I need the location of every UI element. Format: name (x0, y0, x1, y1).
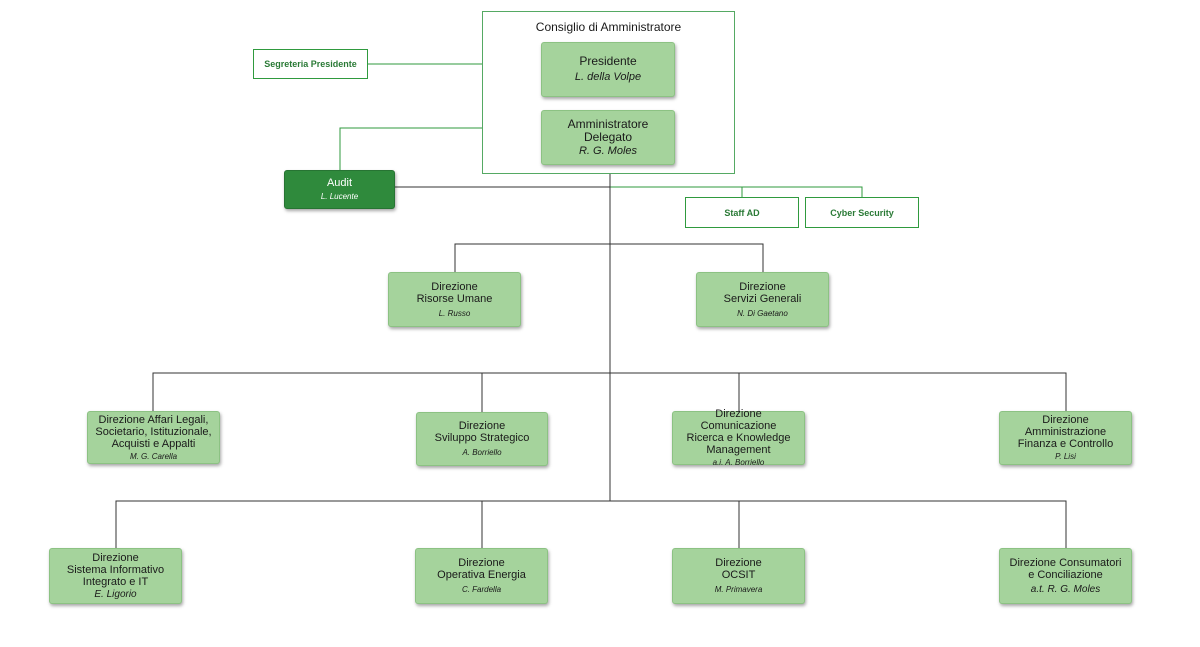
org-box-amministrazione[interactable]: Direzione Amministrazione Finanza e Cont… (999, 411, 1132, 465)
org-box-name: A. Borriello (462, 448, 502, 457)
ceo-title: Amministratore Delegato (567, 116, 649, 144)
org-box-risorse-umane[interactable]: Direzione Risorse Umane L. Russo (388, 272, 521, 327)
org-box-title: Direzione Comunicazione Ricerca e Knowle… (686, 408, 791, 456)
org-box-title: Direzione OCSIT (715, 557, 762, 581)
org-box-sistema-informativo[interactable]: Direzione Sistema Informativo Integrato … (49, 548, 182, 604)
org-box-name: P. Lisi (1055, 452, 1076, 461)
org-box-title: Direzione Operativa Energia (437, 557, 526, 581)
org-box-name: M. G. Carella (129, 451, 178, 461)
org-box-title: Direzione Servizi Generali (723, 280, 802, 305)
org-box-name: C. Fardella (461, 585, 502, 594)
segreteria-box[interactable]: Segreteria Presidente (253, 49, 368, 79)
president-box[interactable]: Presidente L. della Volpe (541, 42, 675, 97)
org-box-consumatori[interactable]: Direzione Consumatori e Conciliazione a.… (999, 548, 1132, 604)
president-title: Presidente (579, 54, 637, 68)
org-box-title: Direzione Amministrazione Finanza e Cont… (1017, 414, 1114, 450)
org-box-name: a.i. A. Borriello (712, 458, 765, 467)
org-box-title: Direzione Risorse Umane (416, 280, 493, 305)
audit-box[interactable]: Audit L. Lucente (284, 170, 395, 209)
org-box-comunicazione[interactable]: Direzione Comunicazione Ricerca e Knowle… (672, 408, 805, 467)
staff-ad-box[interactable]: Staff AD (685, 197, 799, 228)
org-box-affari-legali[interactable]: Direzione Affari Legali, Societario, Ist… (87, 411, 220, 464)
staff-ad-label: Staff AD (724, 207, 760, 218)
org-box-title: Direzione Sistema Informativo Integrato … (66, 552, 165, 588)
org-box-name: N. Di Gaetano (737, 308, 788, 318)
board-title: Consiglio di Amministratore (535, 20, 682, 34)
org-box-sviluppo-strategico[interactable]: Direzione Sviluppo Strategico A. Borriel… (416, 412, 548, 466)
ceo-box[interactable]: Amministratore Delegato R. G. Moles (541, 110, 675, 165)
org-box-servizi-generali[interactable]: Direzione Servizi Generali N. Di Gaetano (696, 272, 829, 327)
cyber-security-box[interactable]: Cyber Security (805, 197, 919, 228)
org-box-name: E. Ligorio (94, 589, 137, 600)
org-box-name: L. Russo (438, 308, 471, 318)
ceo-name: R. G. Moles (578, 144, 638, 157)
org-box-name: a.t. R. G. Moles (1030, 584, 1101, 595)
org-box-title: Direzione Sviluppo Strategico (434, 420, 530, 444)
org-box-ocsit[interactable]: Direzione OCSIT M. Primavera (672, 548, 805, 604)
segreteria-label: Segreteria Presidente (264, 59, 357, 69)
audit-name: L. Lucente (320, 192, 359, 201)
cyber-security-label: Cyber Security (830, 207, 894, 218)
org-box-name: M. Primavera (714, 585, 763, 594)
org-box-title: Direzione Consumatori e Conciliazione (1009, 557, 1122, 581)
president-name: L. della Volpe (574, 71, 642, 83)
audit-title: Audit (326, 177, 353, 189)
org-box-title: Direzione Affari Legali, Societario, Ist… (95, 413, 212, 450)
org-box-operativa-energia[interactable]: Direzione Operativa Energia C. Fardella (415, 548, 548, 604)
